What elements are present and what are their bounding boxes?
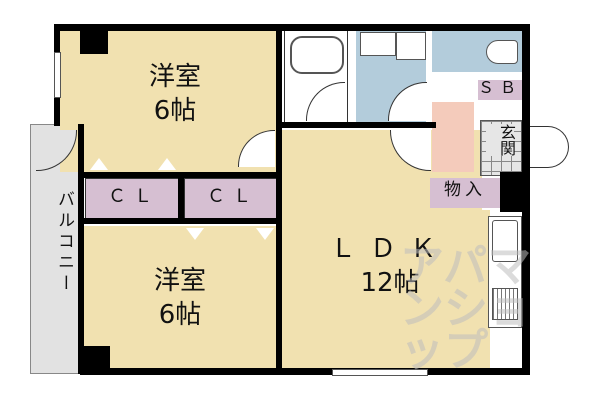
closet-1-label: ＣＬ [108, 186, 160, 207]
closet-2-label: ＣＬ [207, 186, 259, 207]
ldk-lower [430, 210, 490, 370]
wall-closet-divider [178, 172, 184, 224]
western-room-2-size: 6帖 [158, 300, 202, 330]
wall-right [522, 24, 530, 372]
sink-icon [360, 32, 396, 56]
wall-top [54, 24, 530, 31]
hallway [432, 102, 474, 172]
window-bottom [332, 369, 428, 376]
column-bottom-left [82, 346, 110, 370]
western-room-2-name: 洋室 [153, 266, 206, 296]
closet-door-marker [158, 158, 176, 170]
shoe-box [478, 80, 522, 100]
western-room-1-size: 6帖 [153, 96, 197, 126]
closet-door-marker [186, 228, 204, 240]
window-left [54, 52, 61, 98]
shoe-box-label: ＳＢ [478, 78, 523, 97]
storage[interactable] [430, 178, 500, 208]
door-entrance[interactable] [530, 126, 569, 168]
storage-label: 物入 [444, 180, 486, 200]
closet-2[interactable] [184, 178, 278, 220]
stove-icon [492, 288, 518, 320]
ldk-name: ＬＤＫ [330, 234, 451, 264]
bathtub-icon [290, 36, 344, 74]
closet-door-marker [90, 158, 108, 170]
toilet-icon [486, 40, 518, 64]
kitchen-sink-icon [492, 220, 518, 262]
wall-left-lower [78, 124, 84, 374]
western-room-2 [82, 226, 276, 370]
column-top-left [80, 30, 108, 54]
wall-storage-right [500, 172, 522, 212]
watermark: アパマンショップ [400, 241, 532, 376]
washer-icon [396, 32, 426, 60]
entrance-label: 玄関 [486, 124, 516, 156]
ldk-size: 12帖 [360, 268, 420, 298]
wall-bottom [80, 368, 530, 375]
wall-bath-bottom [276, 122, 436, 128]
western-room-1-name: 洋室 [148, 62, 201, 92]
wall-mid-vertical [276, 24, 282, 374]
closet-door-marker [256, 228, 274, 240]
balcony-label: バルコニー [54, 190, 74, 295]
